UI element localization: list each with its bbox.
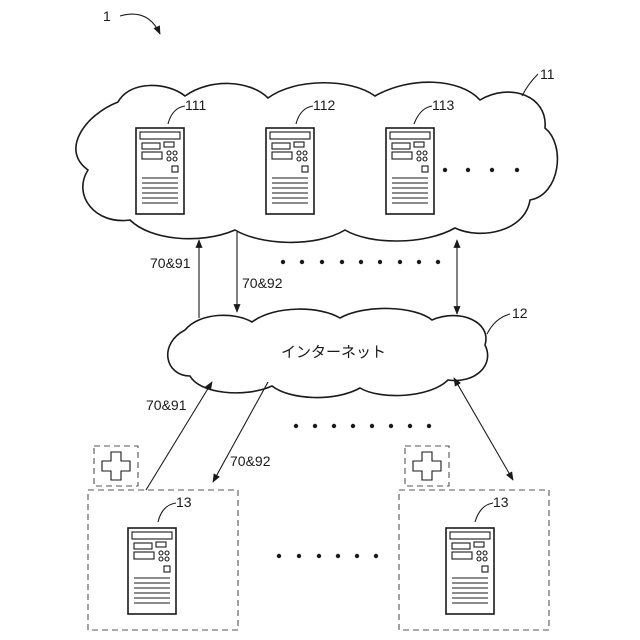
ellipsis-dots — [443, 168, 519, 172]
internet-ref: 12 — [512, 305, 528, 321]
top-up-label: 70&91 — [150, 255, 191, 271]
top-links: 70&91 70&92 — [150, 232, 457, 318]
server-icon — [136, 128, 184, 214]
server-icon — [446, 528, 494, 614]
client-ref: 13 — [176, 494, 192, 510]
server-113: 113 — [386, 97, 455, 214]
server-icon — [128, 528, 176, 614]
server-112-ref: 112 — [313, 97, 336, 113]
server-113-ref: 113 — [432, 97, 455, 113]
figure-ref-label: 1 — [103, 8, 111, 24]
client-ref: 13 — [493, 494, 509, 510]
figure-ref: 1 — [103, 8, 160, 34]
ellipsis-dots — [294, 424, 431, 428]
bottom-down-label: 70&92 — [230, 453, 271, 469]
plus-icon — [94, 446, 138, 486]
internet-cloud: インターネット 12 — [168, 305, 528, 398]
server-112: 112 — [266, 97, 336, 214]
client-node-left: 13 — [88, 446, 238, 630]
ellipsis-dots — [277, 554, 378, 558]
server-111-ref: 111 — [185, 97, 206, 113]
top-down-label: 70&92 — [242, 275, 283, 291]
client-box — [399, 490, 549, 630]
bottom-up-label: 70&91 — [146, 397, 187, 413]
server-icon — [266, 128, 314, 214]
server-cloud-ref: 11 — [540, 66, 555, 82]
arrow-icon — [454, 378, 513, 480]
bottom-links: 70&91 70&92 — [146, 378, 513, 490]
client-node-right: 13 — [399, 446, 549, 630]
server-icon — [386, 128, 434, 214]
server-111: 111 — [136, 97, 206, 214]
ellipsis-dots — [281, 260, 440, 264]
server-cloud: 11 111 112 113 — [76, 66, 558, 242]
plus-icon — [405, 446, 449, 486]
internet-label: インターネット — [281, 343, 386, 361]
